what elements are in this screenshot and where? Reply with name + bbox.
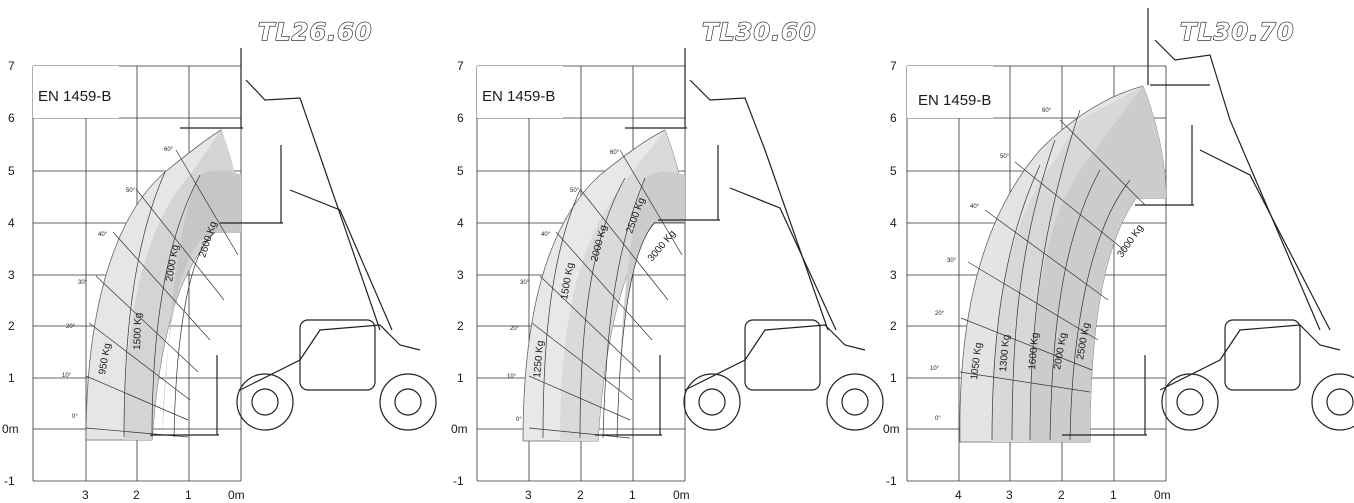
capacity-label: 1600 Kg: [1027, 332, 1041, 370]
x-tick: 3: [1006, 488, 1013, 502]
forklift-silhouette: [1062, 8, 1354, 436]
x-tick: 0m: [1154, 488, 1171, 502]
panel-tl30-70: EN 1459-B 60° 50° 40° 30° 20° 10° 0° 105…: [883, 8, 1354, 502]
y-tick: 0m: [883, 422, 900, 436]
angle-label: 40°: [541, 232, 551, 238]
angle-label: 50°: [1000, 154, 1010, 160]
y-tick: -1: [886, 474, 897, 488]
y-tick: 3: [457, 268, 464, 282]
angle-label: 20°: [66, 324, 76, 330]
angle-label: 10°: [507, 374, 517, 380]
angle-label: 50°: [570, 188, 580, 194]
angle-label: 40°: [98, 232, 108, 238]
forklift-silhouette: [150, 48, 437, 436]
y-tick: 6: [457, 111, 464, 125]
x-tick: 2: [133, 488, 140, 502]
angle-label: 30°: [520, 280, 530, 286]
angle-label: 0°: [516, 417, 522, 423]
y-tick: -1: [453, 474, 464, 488]
y-tick: 2: [890, 319, 897, 333]
angle-label: 0°: [935, 416, 941, 422]
x-tick: 1: [1110, 488, 1117, 502]
angle-label: 20°: [510, 326, 520, 332]
angle-label: 40°: [970, 204, 980, 210]
y-tick: 7: [457, 59, 464, 73]
angle-label: 0°: [72, 414, 78, 420]
angle-label: 60°: [164, 147, 174, 153]
angle-label: 50°: [126, 188, 136, 194]
y-tick: 4: [8, 216, 15, 230]
y-tick: 3: [8, 268, 15, 282]
standard-label: EN 1459-B: [918, 92, 991, 109]
y-tick: 4: [457, 216, 464, 230]
y-tick: 7: [8, 59, 15, 73]
x-tick: 2: [1058, 488, 1065, 502]
y-tick: 2: [457, 319, 464, 333]
x-tick: 2: [577, 488, 584, 502]
x-tick: 3: [82, 488, 89, 502]
y-tick: -1: [4, 474, 15, 488]
angle-label: 20°: [935, 311, 945, 317]
model-title: TL26.60: [258, 18, 373, 46]
angle-label: 60°: [1042, 108, 1052, 114]
y-tick: 6: [890, 111, 897, 125]
y-tick: 5: [457, 164, 464, 178]
forklift-silhouette: [595, 48, 884, 436]
panel-tl30-60: EN 1459-B 60° 50° 40° 30° 20° 10° 0° 125…: [451, 17, 884, 502]
standard-label: EN 1459-B: [38, 88, 111, 105]
y-tick: 7: [890, 59, 897, 73]
panel-tl26-60: EN 1459-B 60° 50° 40° 30° 20° 10° 0° 950…: [2, 17, 437, 502]
x-tick: 0m: [673, 488, 690, 502]
y-tick: 5: [8, 164, 15, 178]
model-title: TL30.60: [702, 18, 817, 46]
x-tick: 4: [955, 488, 962, 502]
y-tick: 0m: [2, 422, 19, 436]
capacity-label: 1300 Kg: [998, 334, 1012, 372]
angle-label: 10°: [62, 373, 72, 379]
angle-label: 30°: [947, 258, 957, 264]
model-title: TL30.70: [1180, 18, 1295, 46]
y-tick: 0m: [451, 422, 468, 436]
capacity-label: 3000 Kg: [646, 228, 678, 264]
x-tick: 0m: [228, 488, 245, 502]
standard-label: EN 1459-B: [482, 88, 555, 105]
capacity-label: 1250 Kg: [532, 340, 546, 378]
angle-label: 60°: [610, 150, 620, 156]
capacity-label: 1050 Kg: [969, 342, 984, 380]
x-tick: 3: [525, 488, 532, 502]
y-tick: 4: [890, 216, 897, 230]
x-tick: 1: [629, 488, 636, 502]
y-tick: 1: [8, 371, 15, 385]
y-tick: 1: [457, 371, 464, 385]
y-tick: 6: [8, 111, 15, 125]
y-tick: 2: [8, 319, 15, 333]
x-tick: 1: [185, 488, 192, 502]
y-tick: 1: [890, 371, 897, 385]
capacity-label: 950 Kg: [97, 342, 113, 375]
angle-label: 10°: [930, 366, 940, 372]
angle-label: 30°: [78, 280, 88, 286]
capacity-label: 3000 Kg: [1115, 223, 1145, 260]
y-tick: 3: [890, 268, 897, 282]
y-tick: 5: [890, 164, 897, 178]
capacity-label: 1500 Kg: [132, 312, 144, 350]
